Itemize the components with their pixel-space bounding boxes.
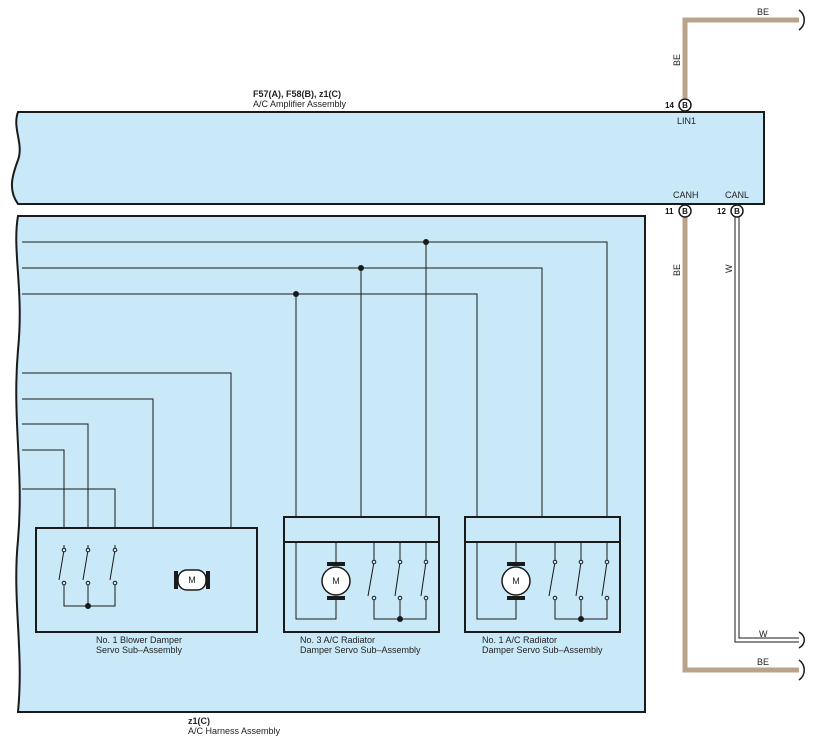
servo-1-motor-icon: M (174, 569, 210, 591)
servo-3-motor-label: M (512, 576, 520, 586)
servo-1-label-line1: No. 1 Blower Damper (96, 635, 182, 645)
servo-3-radiator-no1: M No. 1 A/C Radiator Damper Servo Sub–As… (464, 516, 621, 655)
lin-wire (682, 17, 799, 98)
pin-canh: CANH 11 B (665, 190, 699, 218)
servo-2-radiator-no3: M No. 3 A/C Radiator Damper Servo Sub–As… (283, 516, 440, 655)
harness-bus-wires (22, 241, 608, 581)
canl-wire (735, 217, 799, 642)
pin-canh-number: 11 (665, 207, 674, 216)
pin-canl-connector: B (734, 207, 740, 216)
canl-wire-outline (734, 217, 799, 643)
servo-1-box (35, 527, 258, 633)
servo-2-switches (367, 559, 429, 601)
servo-3-junction-dot (578, 616, 584, 622)
lin-top-color-label: BE (757, 7, 769, 17)
servo-1-junction-dot (85, 603, 91, 609)
pin-canh-connector: B (682, 207, 688, 216)
amplifier-body (11, 111, 765, 205)
servo-2-motor-label: M (332, 576, 340, 586)
pin-canl-label: CANL (725, 190, 749, 200)
servo-3-box (464, 516, 621, 633)
external-wires (682, 17, 799, 673)
servo-3-label-line1: No. 1 A/C Radiator (482, 635, 557, 645)
canl-vertical-color-label: W (724, 264, 734, 273)
servo-2-label-line2: Damper Servo Sub–Assembly (300, 645, 421, 655)
servo-1-motor-label: M (188, 575, 196, 585)
canh-end-color-label: BE (757, 657, 769, 667)
pin-lin1-connector: B (682, 101, 688, 110)
servo-2-motor-icon: M (321, 562, 351, 600)
canh-wire (682, 217, 799, 673)
servo-1-label-line2: Servo Sub–Assembly (96, 645, 183, 655)
servo-3-switches (548, 559, 610, 601)
bus-junction-dots (293, 239, 429, 297)
amplifier-name: A/C Amplifier Assembly (253, 99, 347, 109)
pin-canl: CANL 12 B (717, 190, 749, 218)
canl-end-color-label: W (759, 629, 768, 639)
servo-3-motor-icon: M (501, 562, 531, 600)
harness-connector-code: z1(C) (188, 716, 210, 726)
wire-break-marks (798, 9, 805, 681)
servo-3-label-line2: Damper Servo Sub–Assembly (482, 645, 603, 655)
harness-name: A/C Harness Assembly (188, 726, 281, 736)
canh-vertical-color-label: BE (672, 264, 682, 276)
pin-lin1: 14 B LIN1 (665, 98, 696, 126)
amplifier-connector-codes: F57(A), F58(B), z1(C) (253, 89, 341, 99)
pin-lin1-label: LIN1 (677, 116, 696, 126)
servo-2-junction-dot (397, 616, 403, 622)
lin-vertical-color-label: BE (672, 54, 682, 66)
servo-1-blower-damper: M No. 1 Blower Damper Servo Sub–Assembly (35, 527, 258, 655)
pin-lin1-number: 14 (665, 101, 674, 110)
servo-2-box (283, 516, 440, 633)
pin-canl-number: 12 (717, 207, 726, 216)
servo-2-label-line1: No. 3 A/C Radiator (300, 635, 375, 645)
pin-canh-label: CANH (673, 190, 699, 200)
